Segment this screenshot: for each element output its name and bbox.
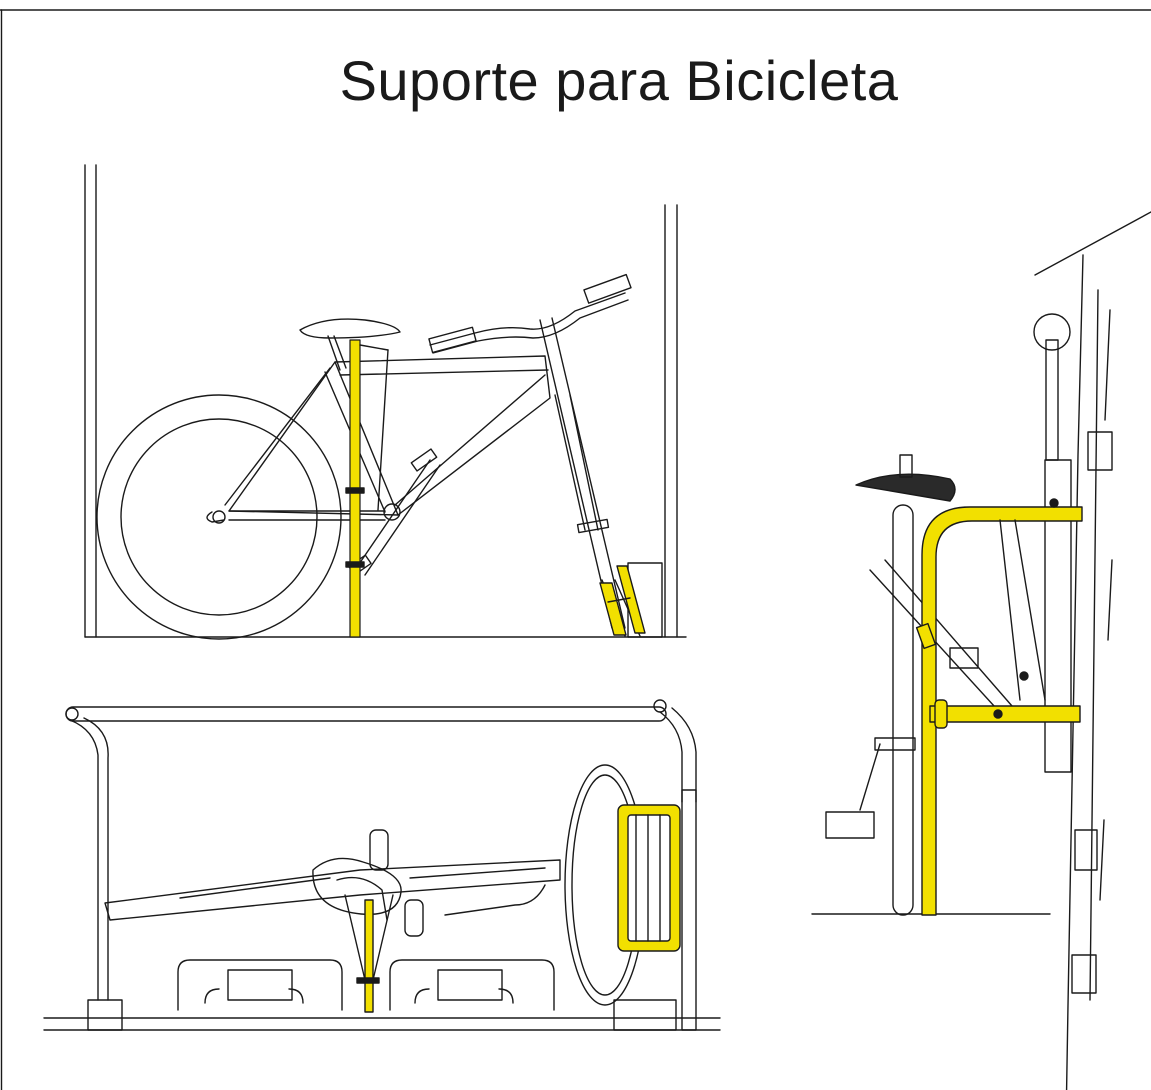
front-view-wall-rack xyxy=(811,211,1151,1090)
page-border xyxy=(0,9,1151,1090)
page-title: Suporte para Bicicleta xyxy=(339,49,899,112)
side-view-bike-in-rack xyxy=(84,164,687,640)
top-view-rack-row xyxy=(43,699,721,1031)
